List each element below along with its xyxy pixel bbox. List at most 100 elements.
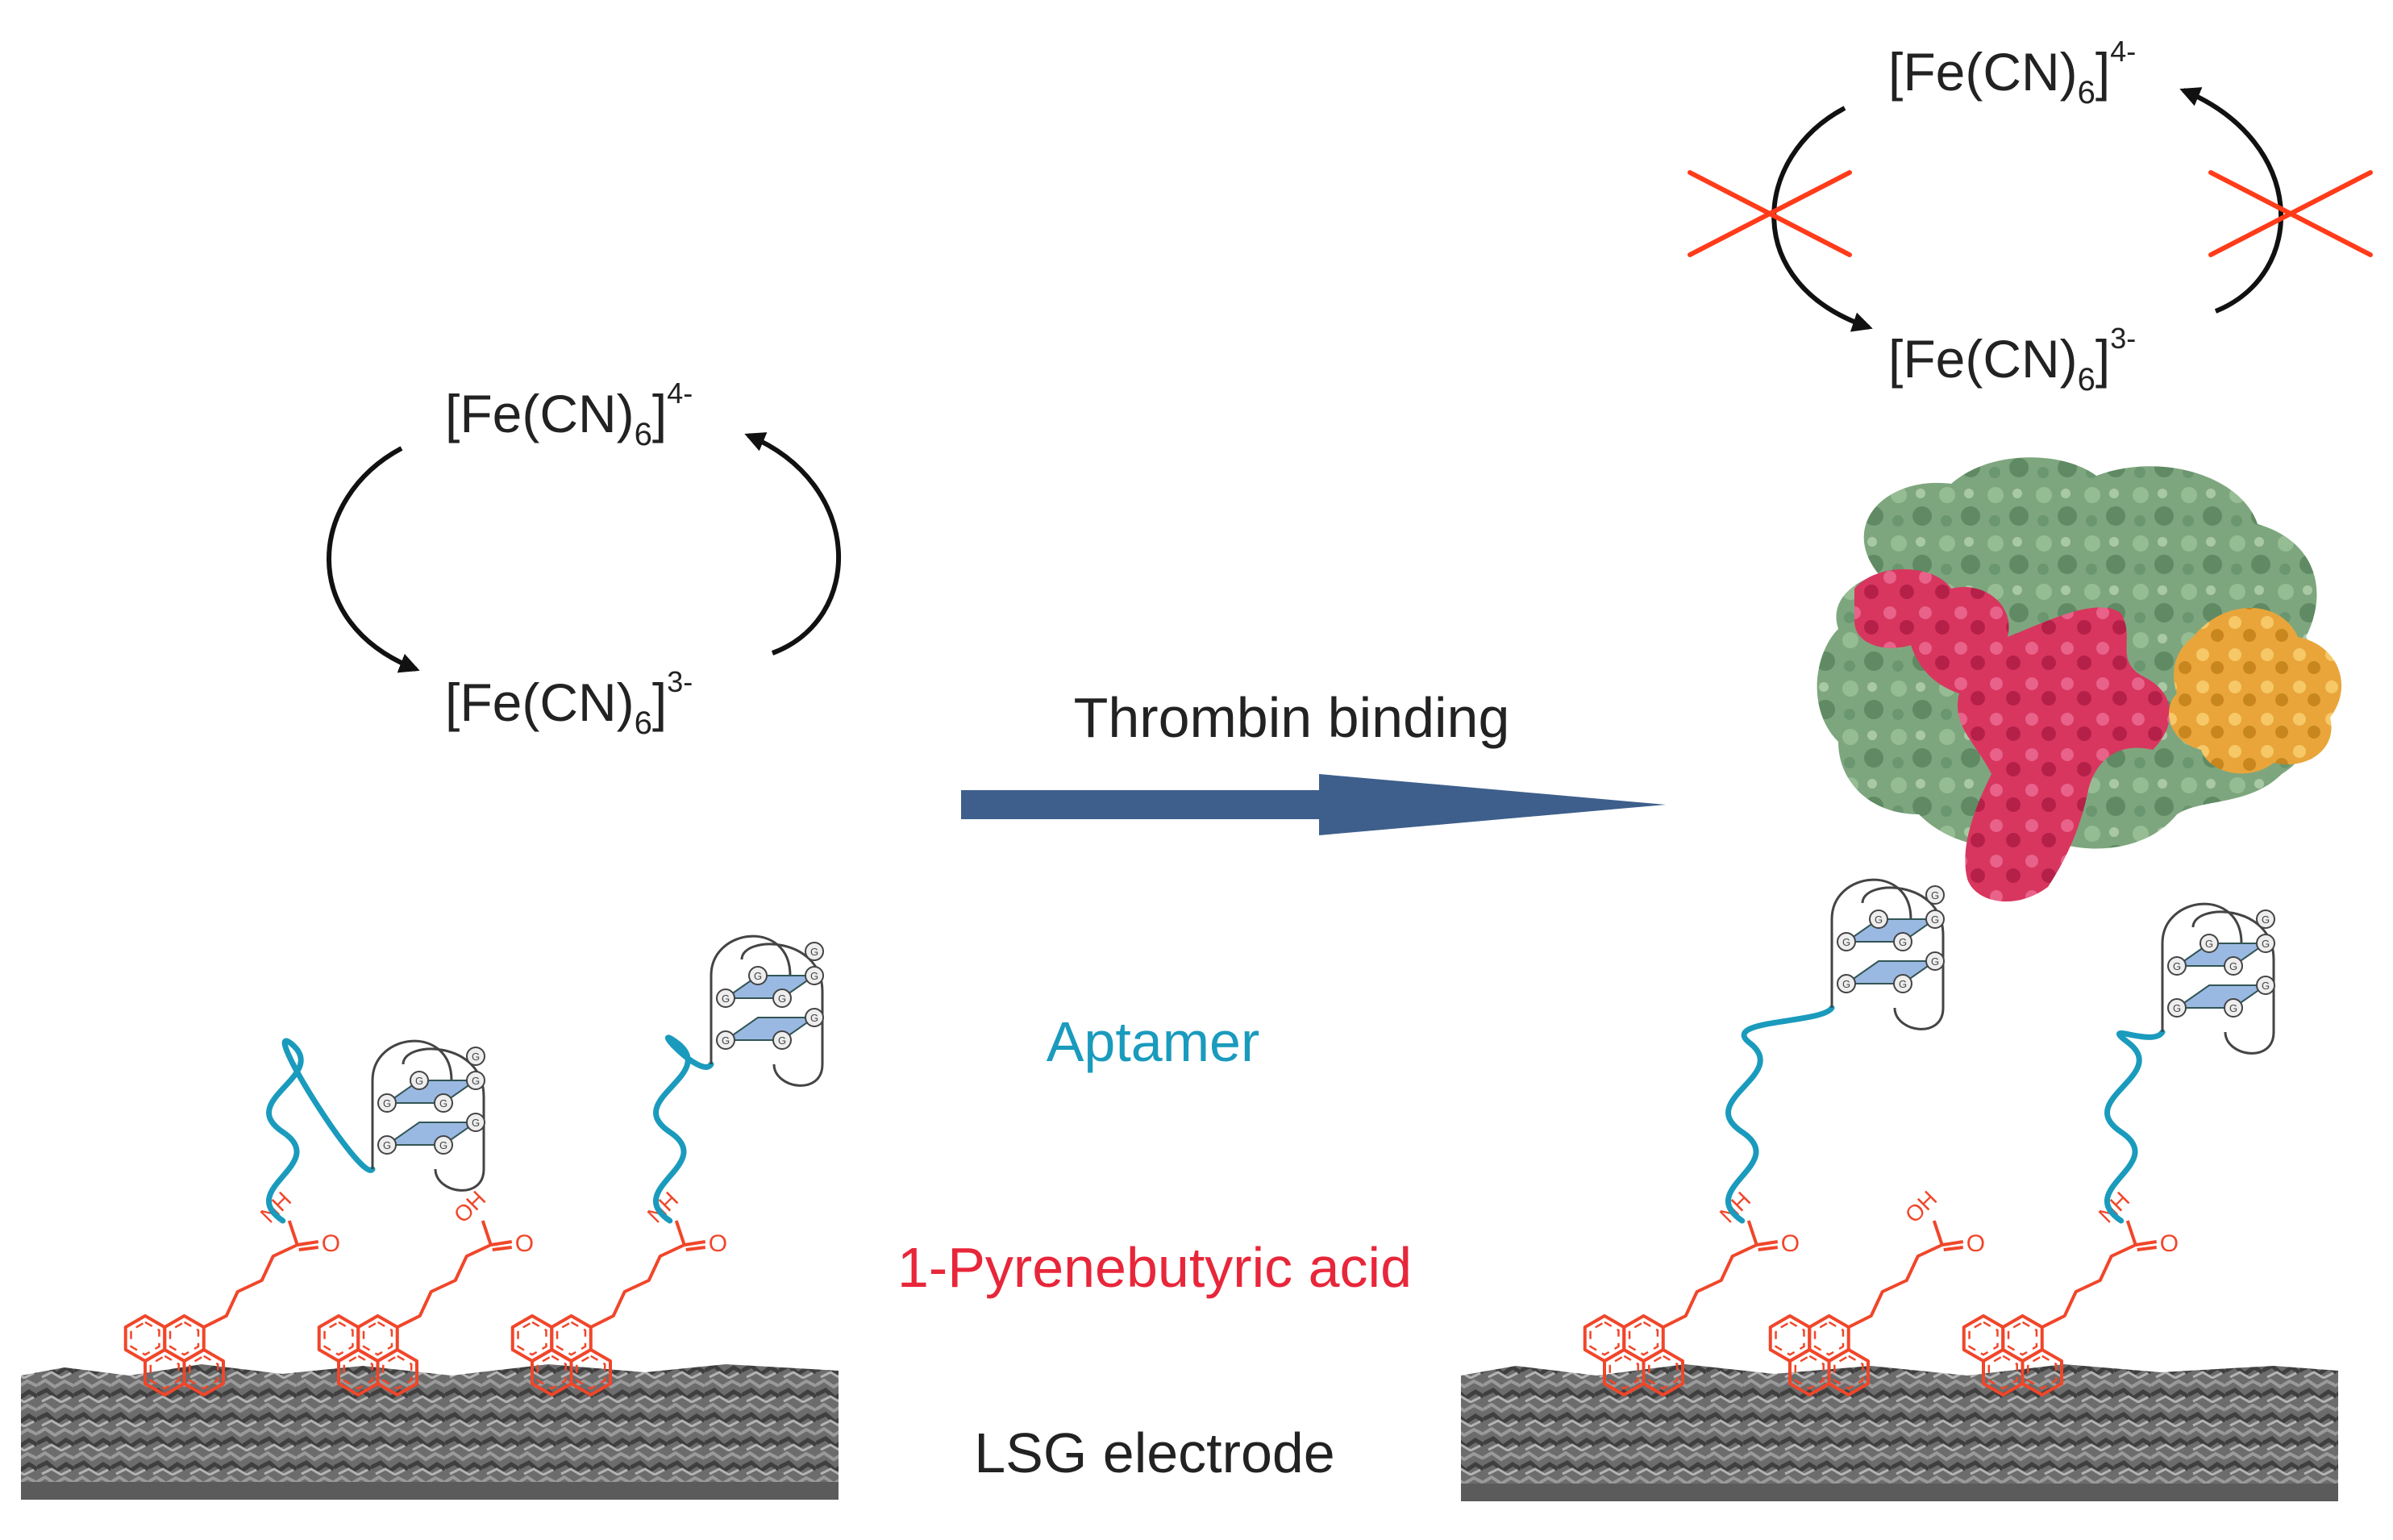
pyrene-double-bond: [2007, 1321, 2038, 1356]
g-base-node: [2256, 976, 2275, 995]
g-base-node: [1869, 909, 1888, 929]
g-base-label: G: [472, 1117, 480, 1129]
g-base-node: [434, 1093, 453, 1113]
pyrene-double-bond: [576, 1355, 606, 1390]
pyrenebutyric-acid-label: 1-Pyrenebutyric acid: [897, 1236, 1412, 1299]
g-base-node: [377, 1093, 397, 1113]
g-base-node: [2167, 998, 2187, 1018]
butyric-chain: [202, 1243, 298, 1329]
carbonyl-bond: [1756, 1240, 1779, 1247]
g-base-node: [1925, 885, 1945, 905]
carbonyl-bond-2: [685, 1246, 705, 1251]
protein-surface-orange: [2169, 607, 2342, 774]
g-base-node: [2224, 956, 2243, 976]
g-base-node: [1893, 974, 1912, 993]
pyrene-ring: [2021, 1348, 2063, 1396]
quadruplex-loop: [371, 1039, 453, 1169]
pyrene-ring: [376, 1348, 418, 1396]
quadruplex-loop: [1830, 878, 1912, 1008]
g-base-node: [748, 966, 768, 985]
g-base-node: [377, 1135, 397, 1155]
g-base-label: G: [778, 1034, 786, 1047]
g-quartet-plane: [2174, 984, 2269, 1009]
block-cross-right: [2208, 170, 2373, 257]
g-base-label: G: [1899, 978, 1907, 990]
pyrene-double-bond: [130, 1321, 160, 1356]
heteroatom-bond: [287, 1220, 299, 1246]
pyrene-double-bond: [169, 1321, 200, 1356]
ferrocyanide-label-left: [Fe(CN)6]4-: [445, 377, 693, 452]
g-base-label: G: [810, 946, 818, 958]
g-quartet-plane: [722, 1017, 818, 1041]
g-base-label: G: [754, 970, 762, 982]
g-base-node: [805, 942, 824, 961]
g-quartet-plane: [1843, 960, 1938, 984]
g-base-label: G: [2229, 1002, 2237, 1014]
g-base-node: [410, 1071, 429, 1090]
reduction-arrow-left: [327, 446, 420, 673]
pyrene-double-bond: [1589, 1321, 1620, 1356]
g-base-label: G: [415, 1075, 423, 1087]
reduction-arrow-right: [1771, 106, 1873, 332]
pyrene-double-bond: [556, 1321, 587, 1356]
g-base-node: [772, 1030, 792, 1050]
g-base-label: G: [1899, 936, 1907, 948]
pyrene-double-bond: [323, 1321, 354, 1356]
thrombin-protein: [1817, 457, 2342, 902]
aptamer-label: Aptamer: [1047, 1010, 1260, 1073]
quadruplex-loop: [2161, 902, 2243, 1032]
pyrene-double-bond: [1833, 1355, 1864, 1390]
heteroatom-bond: [481, 1220, 493, 1246]
quadruplex-loop: [2191, 910, 2275, 1055]
g-base-node: [716, 989, 735, 1008]
pyrene-double-bond: [1775, 1321, 1805, 1356]
carbonyl-bond-2: [1758, 1246, 1778, 1251]
g-base-node: [1837, 974, 1856, 993]
carbonyl-oxygen-label: O: [2160, 1230, 2179, 1257]
quadruplex-loop: [740, 943, 824, 1087]
g-quartet-plane: [2174, 943, 2269, 967]
g-base-label: G: [722, 1034, 730, 1047]
aptamer-strand: [1725, 1005, 1835, 1224]
quadruplex-loop: [1861, 886, 1945, 1030]
g-base-label: G: [2173, 1002, 2181, 1014]
protein-surface-pink: [1854, 568, 2170, 902]
pyrene-ring: [1642, 1348, 1684, 1396]
g-base-node: [466, 1047, 485, 1066]
lsg-electrode-right: [1461, 1364, 2338, 1501]
butyric-chain: [1662, 1243, 1758, 1329]
carbonyl-bond: [1941, 1240, 1964, 1247]
g-base-label: G: [2229, 960, 2237, 972]
carbonyl-bond-2: [1943, 1246, 1963, 1251]
butyric-chain: [589, 1243, 685, 1329]
pyrene-double-bond: [362, 1321, 393, 1356]
g-base-node: [2256, 934, 2275, 953]
g-base-label: G: [1931, 955, 1939, 968]
g-base-label: G: [472, 1051, 480, 1063]
redox-cycle-left: [Fe(CN)6]4- [Fe(CN)6]3-: [327, 377, 841, 741]
carbonyl-oxygen-label: O: [322, 1230, 340, 1257]
g-quartet-plane: [384, 1122, 479, 1146]
carbonyl-bond: [297, 1240, 319, 1247]
g-base-label: G: [2262, 914, 2270, 926]
carbonyl-bond: [684, 1240, 706, 1247]
butyric-chain: [1847, 1243, 1943, 1329]
g-base-label: G: [778, 993, 786, 1005]
g-base-label: G: [1875, 914, 1883, 926]
g-base-label: G: [810, 970, 818, 982]
g-base-label: G: [722, 993, 730, 1005]
g-base-label: G: [1842, 978, 1850, 990]
g-base-node: [772, 989, 792, 1008]
g-base-label: G: [2173, 960, 2181, 972]
g-quartet-plane: [1843, 918, 1938, 943]
g-base-label: G: [1931, 914, 1939, 926]
g-base-label: G: [439, 1097, 447, 1109]
g-base-label: G: [383, 1097, 391, 1109]
heteroatom-bond: [1746, 1220, 1758, 1246]
carbonyl-bond-2: [298, 1246, 318, 1251]
pyrene-double-bond: [1794, 1355, 1825, 1390]
g-base-label: G: [2205, 938, 2213, 950]
